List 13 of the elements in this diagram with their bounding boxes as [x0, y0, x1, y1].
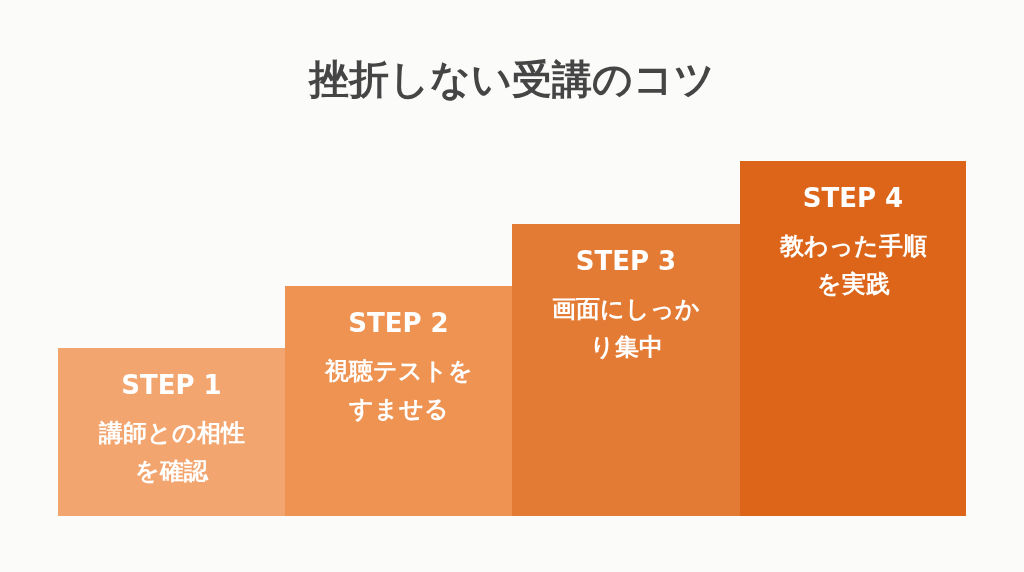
step-description: 講師との相性を確認 [97, 418, 246, 487]
step-label: STEP 3 [575, 246, 677, 276]
step-label: STEP 2 [348, 308, 449, 338]
step-label: STEP 1 [121, 370, 222, 400]
step-description: 教わった手順を実践 [778, 231, 928, 300]
title: 挫折しない受講のコツ [307, 55, 716, 104]
step-block [285, 286, 512, 516]
step-block [740, 161, 966, 516]
step-block [512, 224, 740, 516]
step-label: STEP 4 [802, 183, 904, 213]
step-block [58, 348, 285, 516]
step-description: 画面にしっかり集中 [551, 294, 701, 363]
step-description: 視聴テストをすませる [323, 356, 474, 425]
